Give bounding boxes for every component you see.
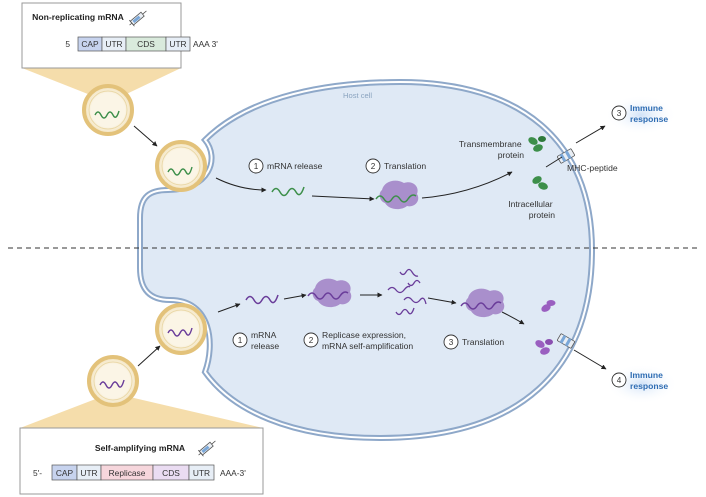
immune-glow-top xyxy=(605,95,677,135)
bottom-seg-utr-2 xyxy=(188,464,215,481)
arrow-lnp-bottom xyxy=(137,345,161,367)
lipid-nanoparticle-icon xyxy=(155,140,207,192)
ribosome-icon xyxy=(460,288,505,318)
arrow-bottom-to-ribosome xyxy=(283,293,307,300)
svg-text:2: 2 xyxy=(309,336,314,345)
arrow-bottom-immune xyxy=(573,349,607,370)
mhc-receptor-icon xyxy=(557,333,575,349)
svg-text:Immune response: Immune response xyxy=(630,103,668,124)
arrow-top-release xyxy=(215,177,267,193)
host-cell xyxy=(137,78,596,442)
arrow-lnp-top xyxy=(133,125,158,147)
bottom-suffix: AAA-3' xyxy=(220,468,246,478)
svg-text:2: 2 xyxy=(371,162,376,171)
bottom-zoom-cone xyxy=(20,395,263,428)
purple-mrna-strand xyxy=(245,294,279,305)
top-seg-cds-label: CDS xyxy=(137,39,155,49)
bottom-step-3: 3 Translation xyxy=(443,334,504,350)
arrow-top-to-membrane xyxy=(421,171,513,199)
lipid-nanoparticle-icon xyxy=(87,355,139,407)
immune-glow-bottom xyxy=(606,364,678,404)
bottom-prefix: 5'- xyxy=(33,468,42,478)
bottom-seg-cds-label: CDS xyxy=(162,468,180,478)
arrow-bottom-release xyxy=(217,303,241,313)
arrow-bottom-to-translate xyxy=(427,297,457,305)
ribosome-icon xyxy=(375,180,419,210)
svg-text:3: 3 xyxy=(449,338,454,347)
bottom-seg-replicase-label: Replicase xyxy=(109,468,146,478)
svg-text:Translation: Translation xyxy=(462,337,504,347)
intracellular-protein-icon xyxy=(532,176,548,190)
bottom-seg-utr-1-label: UTR xyxy=(80,468,97,478)
host-cell-label: Host cell xyxy=(343,91,372,100)
mhc-receptor-icon xyxy=(557,148,575,164)
svg-text:Immune response: Immune response xyxy=(630,370,668,391)
green-mrna-strand xyxy=(271,186,305,197)
svg-text:1: 1 xyxy=(238,336,243,345)
top-seg-utr-2 xyxy=(165,36,191,52)
lipid-nanoparticle-icon xyxy=(82,84,134,136)
bottom-seg-utr-2-label: UTR xyxy=(193,468,210,478)
svg-text:mRNA release: mRNA release xyxy=(251,330,279,351)
top-step-3: 3 Immune response xyxy=(611,103,668,124)
svg-text:4: 4 xyxy=(617,376,622,385)
mhc-connector xyxy=(545,156,563,168)
top-seg-utr-2-label: UTR xyxy=(169,39,186,49)
bottom-step-4: 4 Immune response xyxy=(611,370,668,391)
top-box-title: Non-replicating mRNA xyxy=(32,12,124,22)
self-amplifying-mrna-box: Self-amplifying mRNA 5'- CAP UTR Replica… xyxy=(19,427,264,495)
bottom-step-2: 2 Replicase expression, mRNA self-amplif… xyxy=(303,330,413,351)
transmembrane-label: Transmembrane protein xyxy=(459,139,524,160)
arrow-top-translate xyxy=(311,195,375,202)
syringe-icon xyxy=(197,440,216,457)
top-seg-utr-1-label: UTR xyxy=(105,39,122,49)
amplified-mrna-icon xyxy=(387,268,427,316)
lipid-nanoparticle-icon xyxy=(155,303,207,355)
svg-text:Translation: Translation xyxy=(384,161,426,171)
top-seg-cap-label: CAP xyxy=(81,39,99,49)
mhc-peptide-label: MHC-peptide xyxy=(567,163,618,173)
top-zoom-cone xyxy=(22,68,181,98)
top-suffix: AAA 3' xyxy=(193,39,218,49)
ribosome-icon xyxy=(307,278,352,308)
svg-text:mRNA release: mRNA release xyxy=(267,161,323,171)
transmembrane-protein-icon xyxy=(528,136,546,152)
arrow-top-immune xyxy=(575,125,606,144)
non-replicating-mrna-box: Non-replicating mRNA 5 CAP UTR CDS UTR A… xyxy=(21,2,218,69)
syringe-icon xyxy=(128,10,147,27)
arrow-bottom-to-membrane xyxy=(501,311,525,325)
protein-icon xyxy=(541,300,556,312)
transmembrane-protein-icon xyxy=(535,339,553,355)
top-step-1: 1 mRNA release xyxy=(248,158,323,174)
top-prefix: 5 xyxy=(65,39,70,49)
svg-text:Replicase expression, mR: Replicase expression, mRNA self-amplific… xyxy=(322,330,413,351)
svg-text:1: 1 xyxy=(254,162,259,171)
svg-text:3: 3 xyxy=(617,109,622,118)
top-step-2: 2 Translation xyxy=(365,158,426,174)
intracellular-label: Intracellular protein xyxy=(508,199,555,220)
bottom-step-1: 1 mRNA release xyxy=(232,330,279,351)
bottom-seg-cap-label: CAP xyxy=(56,468,74,478)
bottom-box-title: Self-amplifying mRNA xyxy=(95,443,185,453)
